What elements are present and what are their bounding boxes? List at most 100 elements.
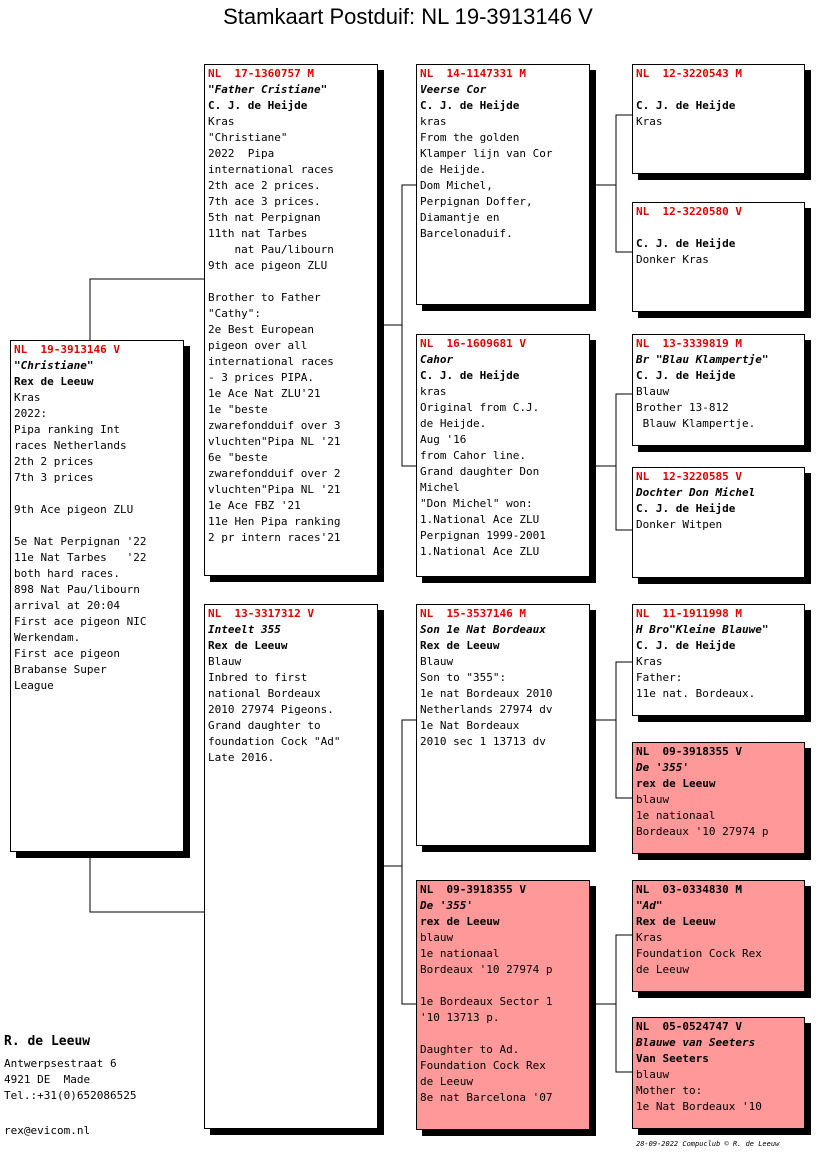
- pigeon-info-line: Grand daughter Don: [420, 465, 540, 478]
- breeder-name: rex de Leeuw: [420, 915, 500, 928]
- pigeon-name: Cahor: [420, 353, 454, 366]
- pigeon-info-line: Mother to:: [636, 1084, 703, 1097]
- pigeon-info-line: foundation Cock "Ad": [208, 735, 341, 748]
- breeder-name: rex de Leeuw: [636, 777, 716, 790]
- pigeon-info-line: Daughter to Ad.: [420, 1043, 520, 1056]
- pigeon-info-line: 8e nat Barcelona '07: [420, 1091, 553, 1104]
- pigeon-name: Br "Blau Klampertje": [636, 353, 769, 366]
- pigeon-info-line: pigeon over all: [208, 339, 308, 352]
- ring-number: NL 16-1609681 V: [420, 337, 526, 350]
- pigeon-info-line: de Heijde.: [420, 163, 487, 176]
- pigeon-name: "Father Cristiane": [208, 83, 328, 96]
- pigeon-info-line: From the golden: [420, 131, 520, 144]
- pigeon-info-line: blauw: [636, 1068, 670, 1081]
- pigeon-info-line: de Leeuw: [636, 963, 689, 976]
- ring-number: NL 09-3918355 V: [636, 745, 742, 758]
- pigeon-info-line: Brabanse Super: [14, 663, 107, 676]
- pigeon-info-line: 7th 3 prices: [14, 471, 94, 484]
- pigeon-info-line: 6e "beste: [208, 451, 268, 464]
- pigeon-info-line: kras: [420, 115, 447, 128]
- pigeon-info-line: 9th ace pigeon ZLU: [208, 259, 328, 272]
- pigeon-info-line: [420, 1026, 589, 1042]
- breeder-name: C. J. de Heijde: [420, 369, 520, 382]
- pigeon-card-father[interactable]: NL 17-1360757 M "Father Cristiane" C. J. d…: [204, 64, 378, 576]
- pigeon-info-line: Kras: [636, 115, 663, 128]
- pigeon-info-line: [208, 274, 377, 290]
- pigeon-info-line: Pipa ranking Int: [14, 423, 120, 436]
- pigeon-name: [636, 220, 804, 236]
- pigeon-info-line: Michel: [420, 481, 460, 494]
- pigeon-info-line: Late 2016.: [208, 751, 275, 764]
- pigeon-info-line: 1e Ace Nat ZLU'21: [208, 387, 321, 400]
- ring-number: NL 17-1360757 M: [208, 67, 314, 80]
- pigeon-info-line: 1e Ace FBZ '21: [208, 499, 301, 512]
- pigeon-info-line: 9th Ace pigeon ZLU: [14, 503, 134, 516]
- pigeon-info-line: 11e Nat Tarbes '22: [14, 551, 147, 564]
- pigeon-info-line: 2022 Pipa: [208, 147, 275, 160]
- pigeon-info-line: 2010 27974 Pigeons.: [208, 703, 334, 716]
- pigeon-info-line: de Leeuw: [420, 1075, 473, 1088]
- pigeon-info-line: 1e Bordeaux Sector 1: [420, 995, 553, 1008]
- pigeon-info-line: vluchten"Pipa NL '21: [208, 483, 341, 496]
- pigeon-name: [636, 82, 804, 98]
- pigeon-info-line: Perpignan 1999-2001: [420, 529, 546, 542]
- pigeon-info-line: from Cahor line.: [420, 449, 526, 462]
- pigeon-info-line: Blauw Klampertje.: [636, 417, 756, 430]
- pigeon-info-line: 2th 2 prices: [14, 455, 94, 468]
- breeder-name: C. J. de Heijde: [636, 369, 736, 382]
- breeder-name: C. J. de Heijde: [208, 99, 308, 112]
- ring-number: NL 11-1911998 M: [636, 607, 742, 620]
- owner-email[interactable]: rex@evicom.nl: [4, 1124, 91, 1137]
- pigeon-info-line: [420, 978, 589, 994]
- pigeon-info-line: 1e nationaal: [420, 947, 500, 960]
- owner-block: R. de Leeuw Antwerpsestraat 6 4921 DE Ma…: [4, 1034, 136, 1104]
- pigeon-info-line: arrival at 20:04: [14, 599, 120, 612]
- ring-number: NL 09-3918355 V: [420, 883, 526, 896]
- pigeon-name: De '355': [636, 761, 689, 774]
- pigeon-info-line: international races: [208, 355, 334, 368]
- pigeon-info-line: "Don Michel" won:: [420, 497, 533, 510]
- pigeon-info-line: League: [14, 679, 54, 692]
- pigeon-info-line: 2022:: [14, 407, 48, 420]
- pigeon-info-line: 1.National Ace ZLU: [420, 545, 540, 558]
- owner-city: 4921 DE Made: [4, 1073, 91, 1086]
- pigeon-info-line: 2 pr intern races'21: [208, 531, 341, 544]
- pigeon-info-line: 11th nat Tarbes: [208, 227, 308, 240]
- pigeon-info-line: zwarefondduif over 2: [208, 467, 341, 480]
- pigeon-info-line: 11e nat. Bordeaux.: [636, 687, 756, 700]
- breeder-name: Rex de Leeuw: [14, 375, 94, 388]
- pigeon-info-line: Aug '16: [420, 433, 467, 446]
- pigeon-info-line: Kras: [636, 655, 663, 668]
- pigeon-name: Inteelt 355: [208, 623, 281, 636]
- pigeon-info-line: Klamper lijn van Cor: [420, 147, 553, 160]
- pigeon-info-line: [14, 518, 183, 534]
- ring-number: NL 15-3537146 M: [420, 607, 526, 620]
- pigeon-info-line: 1e nationaal: [636, 809, 716, 822]
- pigeon-info-line: Blauw: [636, 385, 670, 398]
- pigeon-name: "Ad": [636, 899, 663, 912]
- pigeon-name: H Bro"Kleine Blauwe": [636, 623, 769, 636]
- pigeon-info-line: kras: [420, 385, 447, 398]
- footer-credit: 28-09-2022 Compuclub © R. de Leeuw: [636, 1140, 780, 1148]
- breeder-name: Rex de Leeuw: [420, 639, 500, 652]
- breeder-name: C. J. de Heijde: [636, 99, 736, 112]
- pigeon-name: Dochter Don Michel: [636, 486, 756, 499]
- breeder-name: C. J. de Heijde: [636, 237, 736, 250]
- ring-number: NL 03-0334830 M: [636, 883, 742, 896]
- breeder-name: Rex de Leeuw: [208, 639, 288, 652]
